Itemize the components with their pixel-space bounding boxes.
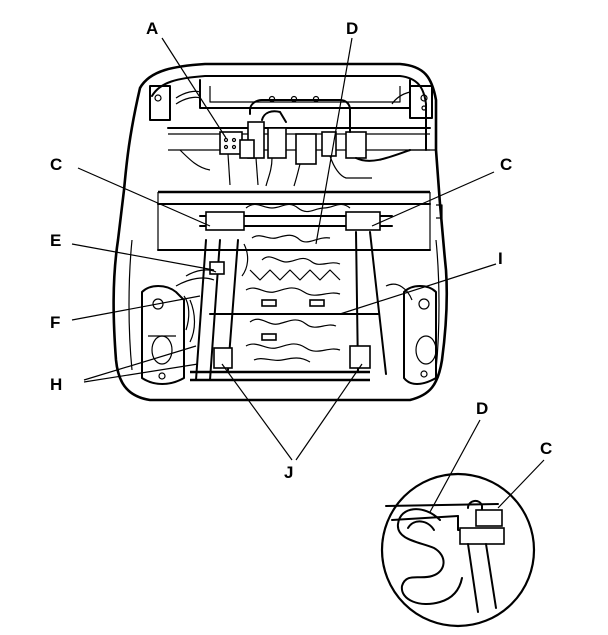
leader-lines [71, 37, 497, 461]
detail-inset [380, 419, 545, 628]
leader-a [161, 37, 227, 139]
seat-cushion-outline [112, 62, 449, 402]
side-brackets [141, 283, 437, 385]
callout-inset-c: C [540, 439, 552, 458]
upper-frame [149, 79, 433, 151]
wiring-harness [179, 99, 436, 187]
callout-a: A [146, 19, 158, 38]
callout-e: E [50, 231, 61, 250]
leader-f [71, 295, 201, 321]
callout-j: J [284, 463, 293, 482]
leader-d [315, 37, 353, 245]
leader-h-1 [83, 345, 197, 381]
leader-inset-d [429, 419, 481, 513]
leader-j-1 [221, 363, 293, 461]
leader-e [71, 243, 215, 271]
callout-labels: A D C C E I F H J D C [50, 19, 552, 482]
callout-i: I [498, 249, 503, 268]
leader-inset-c [497, 459, 545, 509]
callout-c-right: C [500, 155, 512, 174]
cross-frame [157, 190, 443, 251]
leader-c-right [371, 171, 495, 227]
bottom-frame [190, 231, 387, 382]
callout-c-left: C [50, 155, 62, 174]
inset-circle [380, 472, 536, 628]
seat-springs [245, 203, 351, 363]
leader-c-left [77, 167, 211, 227]
callout-d: D [346, 19, 358, 38]
leader-i [339, 263, 497, 315]
callout-inset-d: D [476, 399, 488, 418]
side-wires [175, 243, 249, 343]
callout-f: F [50, 313, 60, 332]
leader-h-2 [83, 363, 199, 383]
leader-j-2 [295, 363, 363, 461]
callout-h: H [50, 375, 62, 394]
